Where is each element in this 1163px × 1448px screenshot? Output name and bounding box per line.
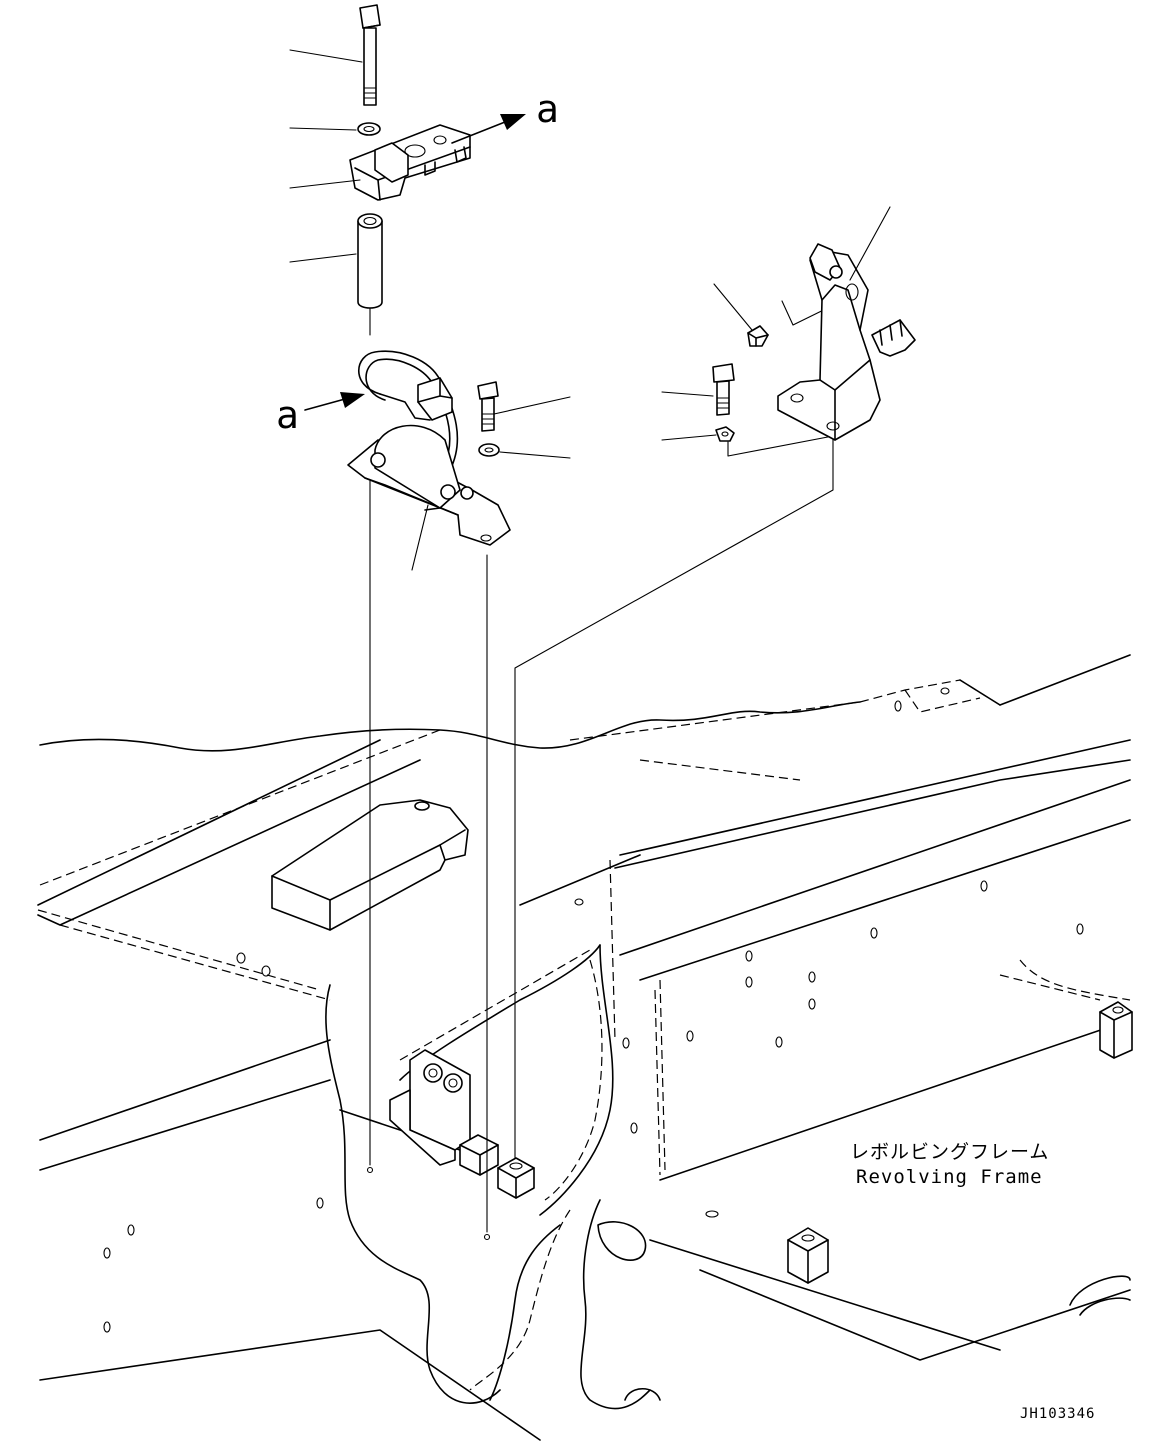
frame-caption-english: Revolving Frame	[856, 1166, 1043, 1188]
small-bolt	[477, 381, 499, 432]
assembly-centerlines	[366, 296, 851, 1241]
flat-washer	[357, 122, 381, 136]
frame-boss	[787, 1227, 829, 1284]
frame-boss	[459, 1134, 499, 1176]
frame-holes	[103, 687, 1084, 1333]
bracket-connector	[871, 319, 916, 357]
frame-boss	[497, 1157, 535, 1199]
right-bolt	[712, 363, 735, 416]
view-arrow-side	[304, 392, 365, 411]
frame-bracket	[389, 1049, 471, 1166]
sensor-body	[374, 424, 461, 509]
long-bolt	[359, 4, 381, 106]
clamp-bracket	[349, 124, 471, 201]
view-arrow-top	[451, 114, 526, 144]
right-bracket	[777, 243, 916, 441]
view-label-top: a	[536, 87, 559, 131]
revolving-frame	[37, 654, 1133, 1441]
clip-nut	[747, 325, 769, 347]
drawing-number: JH103346	[1020, 1406, 1095, 1422]
frame-caption-japanese: レボルビングフレーム	[850, 1141, 1049, 1163]
sensor-connector	[417, 377, 453, 421]
small-washer	[478, 443, 500, 457]
right-washer	[715, 426, 735, 442]
leader-lines	[289, 49, 891, 571]
spacer-tube	[357, 213, 383, 309]
frame-boss	[1099, 1001, 1133, 1059]
view-label-side: a	[276, 393, 299, 437]
sensor-assembly	[347, 350, 511, 546]
break-line	[39, 701, 861, 752]
